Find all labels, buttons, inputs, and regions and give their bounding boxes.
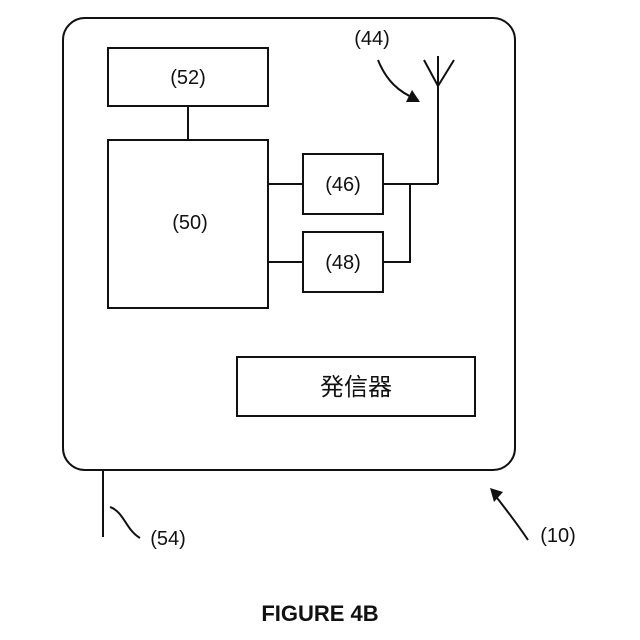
lead-label: (54) bbox=[150, 528, 186, 550]
device-arrowhead bbox=[490, 488, 503, 502]
device-leader-arrow bbox=[494, 494, 528, 540]
transmitter-label: 発信器 bbox=[320, 373, 392, 401]
component-46-label: (46) bbox=[325, 174, 361, 196]
component-50-label: (50) bbox=[172, 212, 208, 234]
device-label: (10) bbox=[540, 525, 576, 547]
lead-leader bbox=[110, 507, 140, 538]
component-52-label: (52) bbox=[170, 67, 206, 89]
antenna-label: (44) bbox=[354, 28, 390, 50]
figure-caption: FIGURE 4B bbox=[261, 601, 378, 626]
component-48-label: (48) bbox=[325, 252, 361, 274]
